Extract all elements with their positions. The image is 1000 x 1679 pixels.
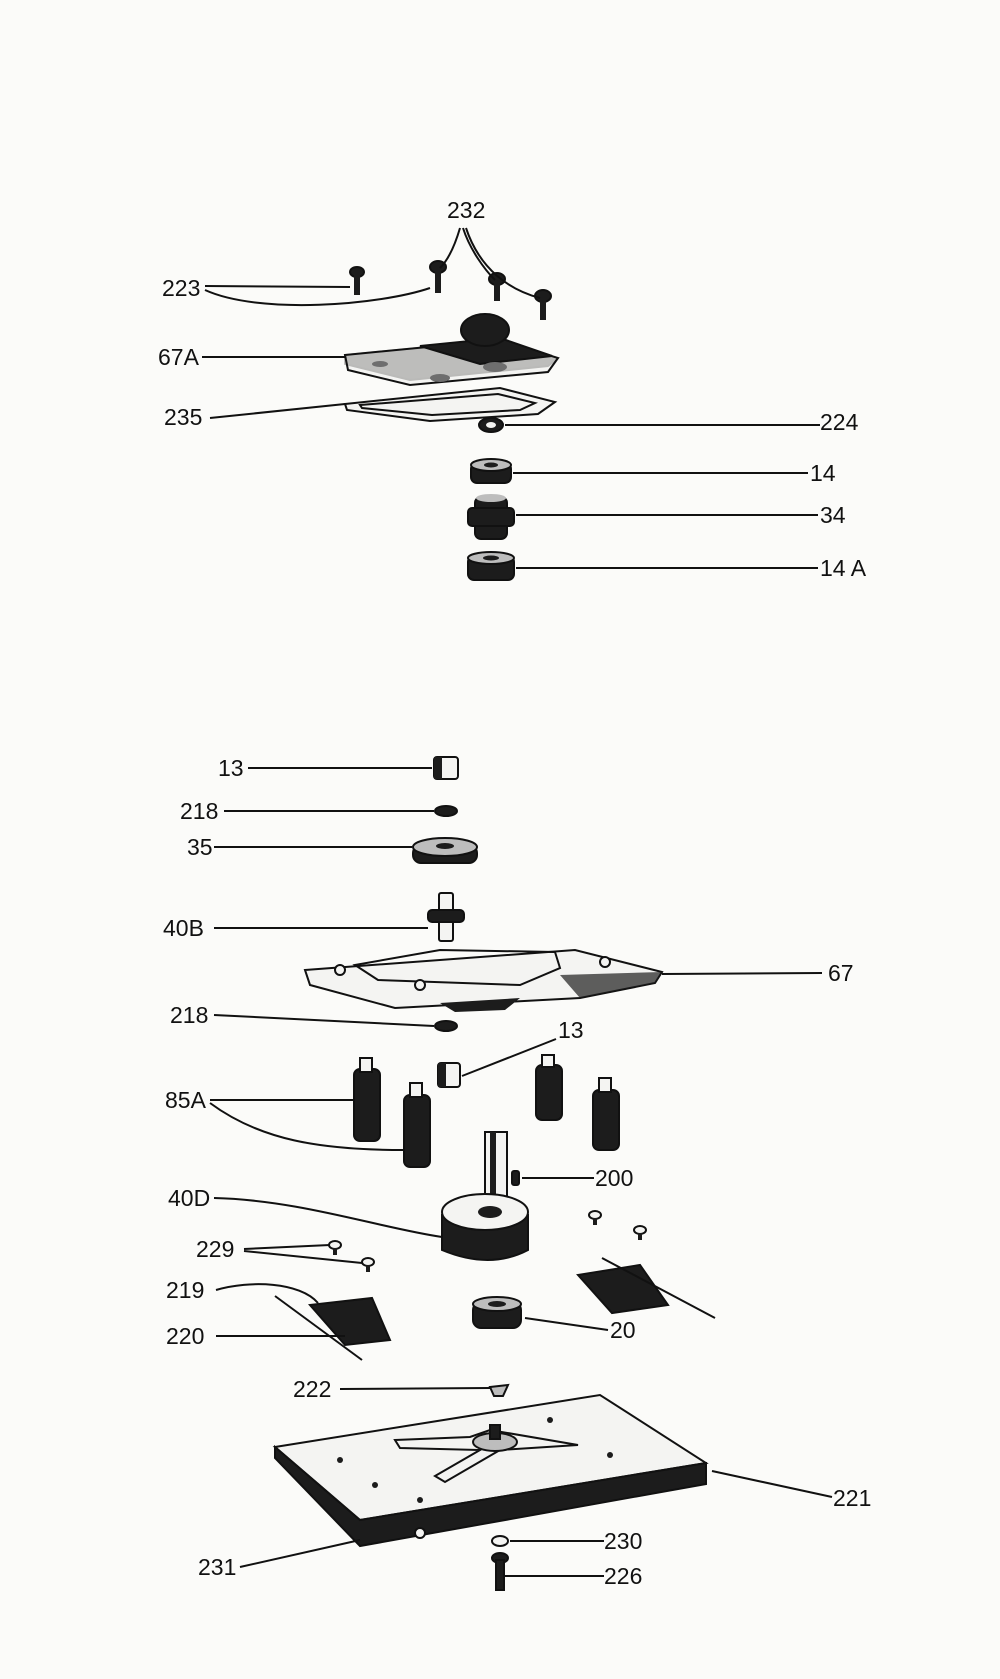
screw-223	[349, 266, 365, 295]
post-85A-a	[353, 1057, 381, 1142]
post-85A-c	[535, 1054, 563, 1121]
nut-222	[488, 1383, 510, 1397]
base-plate-221	[272, 1393, 709, 1548]
hinge-right	[576, 1257, 716, 1319]
label-40B: 40B	[163, 915, 204, 941]
label-219: 219	[166, 1277, 204, 1303]
upper-assembly: 232 223 67A 235 224 14 34 14 A	[158, 197, 867, 581]
bolt-226	[491, 1552, 509, 1591]
bearing-20	[472, 1296, 522, 1329]
screw-232-b	[488, 272, 506, 301]
label-226: 226	[604, 1563, 642, 1589]
washer-218-top	[434, 805, 458, 817]
main-plate-67	[303, 948, 664, 1012]
label-20: 20	[610, 1317, 636, 1343]
label-235: 235	[164, 404, 202, 430]
washer-230	[491, 1535, 509, 1547]
screw-right-b	[633, 1225, 647, 1240]
label-200: 200	[595, 1165, 633, 1191]
screw-229-b	[361, 1257, 375, 1272]
screw-229-a	[328, 1240, 342, 1255]
bushing-13-top	[433, 756, 459, 780]
hinge-219-220-left	[274, 1295, 392, 1361]
key-200	[511, 1170, 520, 1186]
gear-34	[467, 494, 515, 540]
label-14A: 14 A	[820, 555, 867, 581]
label-13-mid: 13	[558, 1017, 584, 1043]
label-224: 224	[820, 409, 859, 435]
label-67A: 67A	[158, 344, 200, 370]
label-222: 222	[293, 1376, 331, 1402]
label-232: 232	[447, 197, 485, 223]
bearing-14A	[467, 551, 515, 581]
gear-35	[412, 837, 478, 864]
lower-assembly: 13 218 35 40B 67 218 13 85A 200 40D 229 …	[163, 755, 871, 1591]
label-85A: 85A	[165, 1087, 207, 1113]
label-13-top: 13	[218, 755, 244, 781]
label-34: 34	[820, 502, 846, 528]
gasket-235	[343, 386, 558, 423]
label-221: 221	[833, 1485, 871, 1511]
washer-218-mid	[434, 1020, 458, 1032]
label-67: 67	[828, 960, 854, 986]
bearing-14	[470, 458, 512, 484]
label-35: 35	[187, 834, 213, 860]
shaft-40B	[427, 892, 465, 942]
label-40D: 40D	[168, 1185, 210, 1211]
post-85A-b	[403, 1082, 431, 1168]
label-229: 229	[196, 1236, 234, 1262]
label-231: 231	[198, 1554, 236, 1580]
drum-40D	[441, 1131, 529, 1261]
post-85A-d	[592, 1077, 620, 1151]
screw-232-c	[534, 289, 552, 320]
screw-232-a	[429, 260, 447, 293]
label-220: 220	[166, 1323, 204, 1349]
label-223: 223	[162, 275, 200, 301]
screw-right-a	[588, 1210, 602, 1225]
label-14: 14	[810, 460, 836, 486]
cover-plate-67A	[343, 313, 561, 387]
label-218-mid: 218	[170, 1002, 208, 1028]
label-230: 230	[604, 1528, 642, 1554]
label-218-top: 218	[180, 798, 218, 824]
washer-224	[478, 417, 504, 433]
bushing-13-mid	[437, 1062, 461, 1088]
